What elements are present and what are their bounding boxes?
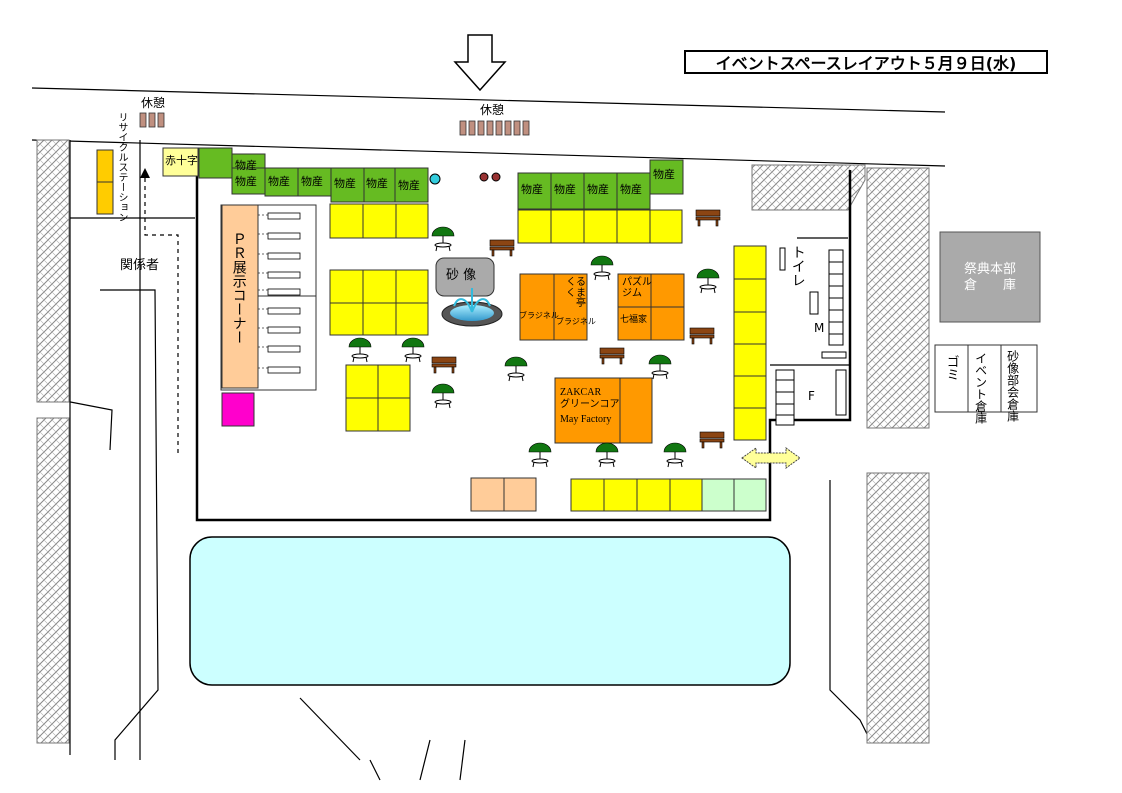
peach-booths-bottom — [470, 477, 537, 512]
hatched-building-right-top — [866, 167, 930, 429]
bussan-label-11: 物産 — [653, 168, 675, 181]
event-storage-label: イベント倉庫 — [973, 352, 988, 424]
sand-storage — [1000, 344, 1038, 413]
recycle-box-1 — [96, 149, 114, 183]
red-cross-label: 赤十字 — [165, 154, 198, 167]
staff-arrow-icon — [140, 168, 150, 178]
stall-greencore: グリーンコア — [560, 399, 620, 410]
down-arrow-icon — [453, 34, 507, 92]
bussan-label-7: 物産 — [521, 183, 543, 196]
rest-benches-left — [139, 112, 165, 128]
yellow-booths-bottom — [570, 478, 703, 512]
double-arrow-icon — [741, 447, 801, 469]
bussan-label-8: 物産 — [554, 183, 576, 196]
blue-dot — [429, 173, 441, 185]
staff-path — [144, 178, 179, 455]
stall-zakcar: ZAKCAR — [560, 387, 602, 398]
orange-stalls — [519, 273, 685, 444]
toilet-m-label: M — [814, 321, 825, 335]
red-dot-2 — [491, 172, 501, 182]
red-cross-booth — [162, 147, 199, 177]
hatched-building-right-bottom — [866, 472, 930, 744]
fountain-icon — [441, 288, 503, 327]
venue-outline — [195, 150, 852, 522]
yellow-booths-right-column — [733, 245, 767, 441]
rest-benches-top — [459, 120, 530, 136]
magenta-booth — [221, 392, 255, 427]
umbrella-table-icons — [348, 226, 720, 468]
yellow-booths-a — [329, 203, 429, 239]
bussan-label-10: 物産 — [620, 183, 642, 196]
toilet-f-label: F — [808, 389, 815, 403]
page-title: イベントスペースレイアウト５月９日(水) — [684, 50, 1048, 74]
hatched-building-left-bottom — [36, 417, 70, 744]
recycle-box-2 — [96, 181, 114, 215]
toilet-label: トイレ — [789, 245, 806, 287]
pr-corner-label: ＰＲ展示コーナー — [230, 232, 247, 344]
pr-corner-tables — [267, 212, 301, 374]
stall-shichifuku: 七福家 — [620, 315, 648, 325]
road-lines — [31, 87, 946, 781]
staff-label: 関係者 — [120, 258, 160, 273]
hatched-building-left-top — [36, 139, 70, 403]
bussan-booths-right — [517, 159, 684, 210]
sand-statue — [435, 257, 495, 297]
recycle-station-label: リサイクルステーション — [116, 112, 127, 222]
pond — [189, 536, 791, 686]
garbage-shed — [934, 344, 969, 413]
hq-storage-label: 祭典本部 倉 庫 — [963, 262, 1016, 294]
stall-brunel-1: ブラジネル — [519, 311, 559, 320]
bussan-label-5: 物産 — [366, 177, 388, 190]
bussan-label-9: 物産 — [587, 183, 609, 196]
garbage-label: ゴミ — [943, 355, 959, 381]
bussan-label-3: 物産 — [301, 175, 323, 188]
rest-label-top: 休憩 — [480, 103, 505, 117]
stall-brunel-2: ブラジネル — [556, 317, 596, 326]
sand-statue-label: 砂 像 — [446, 268, 477, 283]
bussan-label-2: 物産 — [268, 175, 290, 188]
yellow-booths-c — [345, 364, 411, 432]
bench-icons — [431, 209, 725, 449]
sand-storage-label: 砂像部会倉庫 — [1005, 350, 1020, 422]
stall-puzzle: パズル ジム — [622, 277, 652, 299]
bussan-label-0: 物産 — [235, 159, 257, 172]
stall-kurukuma: くるくま亭 — [566, 277, 586, 309]
bussan-booths-left — [198, 147, 429, 203]
red-dot-1 — [479, 172, 489, 182]
stall-mayfactory: May Factory — [560, 414, 612, 425]
bussan-label-6: 物産 — [398, 179, 420, 192]
hq-storage — [939, 231, 1041, 323]
yellow-booths-b — [329, 269, 429, 336]
yellow-booths-top-right — [517, 209, 683, 244]
rest-label-left: 休憩 — [141, 96, 166, 110]
lightgreen-booths-bottom — [701, 478, 767, 512]
hatched-building-corner — [751, 164, 866, 211]
toilet-block — [775, 247, 847, 426]
bussan-label-4: 物産 — [334, 177, 356, 190]
bussan-label-1: 物産 — [235, 175, 257, 188]
